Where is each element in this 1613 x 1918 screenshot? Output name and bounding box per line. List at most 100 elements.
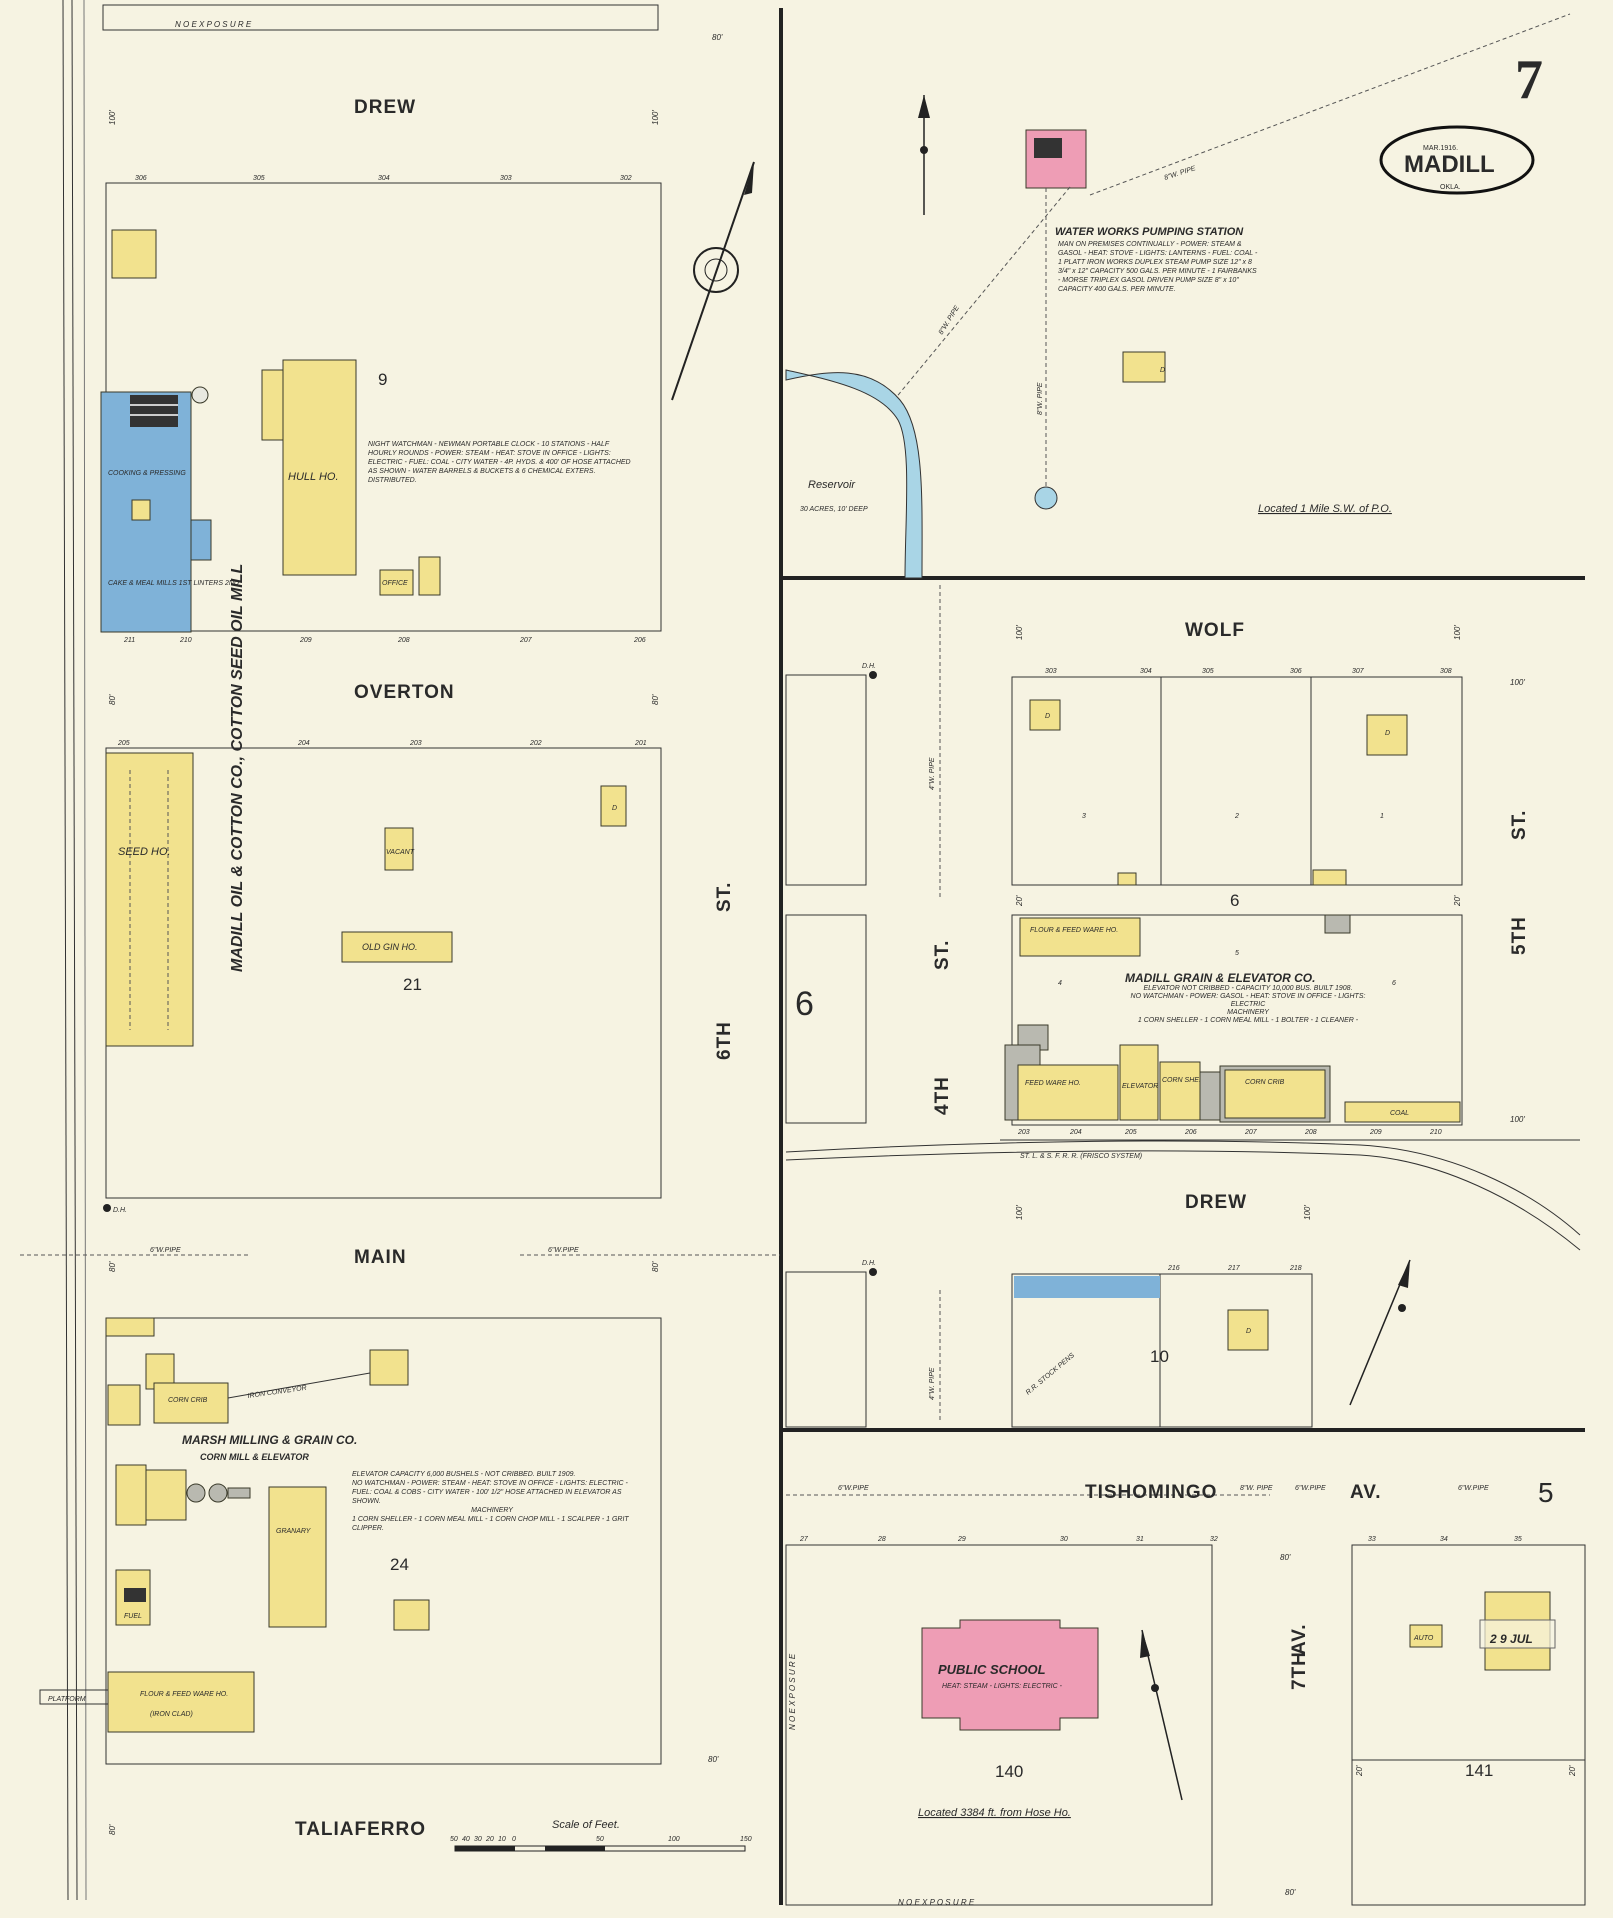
block-140-number: 140 <box>995 1762 1023 1781</box>
svg-text:211: 211 <box>123 637 135 644</box>
dim-80-main-left: 80' <box>108 1261 117 1272</box>
flour-feed-warehouse-right <box>1019 917 1141 957</box>
svg-text:100': 100' <box>1303 1205 1312 1220</box>
partial-block-west-b <box>785 914 867 1124</box>
street-tishomingo-av: AV. <box>1350 1482 1382 1503</box>
street-4th-b: ST. <box>932 940 953 970</box>
street-5th-b: ST. <box>1509 810 1530 840</box>
marsh-subtitle: CORN MILL & ELEVATOR <box>200 1452 309 1462</box>
svg-text:210: 210 <box>179 637 192 644</box>
office-building <box>379 569 414 596</box>
svg-text:208: 208 <box>397 637 410 644</box>
svg-text:1: 1 <box>1380 813 1384 820</box>
svg-text:28: 28 <box>877 1536 886 1543</box>
block-10-lot-numbers: 216 217 218 <box>1167 1265 1302 1272</box>
water-tank <box>1034 486 1058 510</box>
svg-text:10: 10 <box>498 1836 506 1843</box>
svg-text:40: 40 <box>462 1836 470 1843</box>
svg-text:2: 2 <box>1234 813 1239 820</box>
svg-text:303: 303 <box>1045 668 1057 675</box>
railroad-track-left <box>62 0 69 1901</box>
cartouche-date: MAR.1916. <box>1423 145 1458 152</box>
pipe-label-tish-d: 6"W.PIPE <box>1458 1485 1489 1492</box>
marsh-corn-crib <box>153 1382 229 1424</box>
dim-80-overton-left: 80' <box>108 694 117 705</box>
dh-label-left: D.H. <box>113 1207 127 1214</box>
cooking-pressing-label: COOKING & PRESSING <box>108 470 186 477</box>
svg-text:306: 306 <box>135 175 147 182</box>
block-24-outline <box>105 1317 662 1765</box>
reservoir-label: Reservoir <box>808 479 856 491</box>
dim-80-bottom-left: 80' <box>108 1824 117 1835</box>
hull-house-annex <box>261 369 284 441</box>
railroad-label: ST. L. & S. F. R. R. (FRISCO SYSTEM) <box>1020 1153 1142 1160</box>
cartouche-city: MADILL <box>1404 151 1495 178</box>
feed-warehouse <box>1017 1064 1119 1121</box>
elevator-building <box>1119 1044 1159 1121</box>
dim-80-main-right: 80' <box>651 1261 660 1272</box>
svg-text:305: 305 <box>1202 668 1214 675</box>
svg-text:210: 210 <box>1429 1129 1442 1136</box>
railroad-track-left-3 <box>83 0 87 1901</box>
elevator-label: ELEVATOR <box>1122 1083 1158 1090</box>
pipe-label-tish-b: 8"W. PIPE <box>1240 1485 1273 1492</box>
marsh-granary <box>268 1486 327 1628</box>
svg-text:27: 27 <box>799 1536 809 1543</box>
street-5th-a: 5TH <box>1509 916 1530 955</box>
grain-elevator-title: MADILL GRAIN & ELEVATOR CO. <box>1125 971 1315 985</box>
svg-text:34: 34 <box>1440 1536 1448 1543</box>
dim-100-wolf-left: 100' <box>1015 625 1024 640</box>
old-gin-house <box>341 931 453 963</box>
svg-text:4: 4 <box>1058 980 1062 987</box>
block-6-north <box>1011 676 1463 886</box>
vacant-label: VACANT <box>386 849 415 856</box>
pipe-label-4th-north: 4"W. PIPE <box>929 757 936 790</box>
marsh-waste-bin <box>369 1349 409 1386</box>
located-po: Located 1 Mile S.W. of P.O. <box>1258 503 1392 515</box>
platform-label: PLATFORM <box>48 1696 86 1703</box>
scale-bar: Scale of Feet. 50 40 30 20 10 0 50 100 1… <box>450 1819 752 1852</box>
pipe-label-tish-a: 6"W.PIPE <box>838 1485 869 1492</box>
block-6-south <box>1011 914 1463 1126</box>
public-school <box>921 1619 1099 1731</box>
marsh-fuel-label: FUEL <box>124 1613 142 1620</box>
dh-marker-right-2 <box>869 1268 877 1276</box>
vacant-building <box>384 827 414 871</box>
svg-text:30: 30 <box>474 1836 482 1843</box>
no-exposure-side: N O E X P O S U R E <box>788 1653 797 1730</box>
archive-stamp-text: 2 9 JUL <box>1489 1632 1533 1646</box>
block-10-number: 10 <box>1150 1347 1169 1366</box>
svg-text:33: 33 <box>1368 1536 1376 1543</box>
dwelling-303 <box>1029 699 1061 731</box>
block-9-lot-numbers-top: 306 305 304 303 302 <box>135 175 632 182</box>
marsh-small-shed <box>393 1599 430 1631</box>
svg-text:216: 216 <box>1167 1265 1180 1272</box>
svg-text:206: 206 <box>1184 1129 1197 1136</box>
iron-clad-left: (IRON CLAD) <box>150 1711 193 1718</box>
marsh-tank-2 <box>208 1483 228 1503</box>
marsh-corn-crib-label: CORN CRIB <box>168 1397 208 1404</box>
corn-sheller-label: CORN SHELLER <box>1162 1077 1216 1084</box>
dim-100-left: 100' <box>108 110 117 125</box>
seed-house-label: SEED HO. <box>118 846 171 858</box>
block-10-blue-strip <box>1014 1276 1160 1298</box>
dim-100-5th-b: 100' <box>1510 1115 1525 1124</box>
flour-feed-warehouse-left <box>107 1671 255 1733</box>
dwelling-201 <box>600 785 627 827</box>
dh-marker-right <box>869 671 877 679</box>
svg-text:D: D <box>1160 367 1165 374</box>
auto-label: AUTO <box>1413 1635 1434 1642</box>
pipe-label-main-right: 6"W.PIPE <box>548 1247 579 1254</box>
north-arrow-middle <box>1349 1259 1411 1406</box>
railroad-curve-a <box>785 1140 1581 1236</box>
compass-rose <box>671 161 755 401</box>
reservoir-size: 30 ACRES, 10' DEEP <box>800 506 868 513</box>
waterworks-title: WATER WORKS PUMPING STATION <box>1055 226 1244 238</box>
street-6th-a: 6TH <box>714 1021 735 1060</box>
svg-text:205: 205 <box>117 740 130 747</box>
svg-text:D: D <box>1385 730 1390 737</box>
pipe-northeast <box>1089 13 1571 196</box>
marsh-conveyor-box <box>227 1487 251 1499</box>
svg-text:204: 204 <box>297 740 310 747</box>
